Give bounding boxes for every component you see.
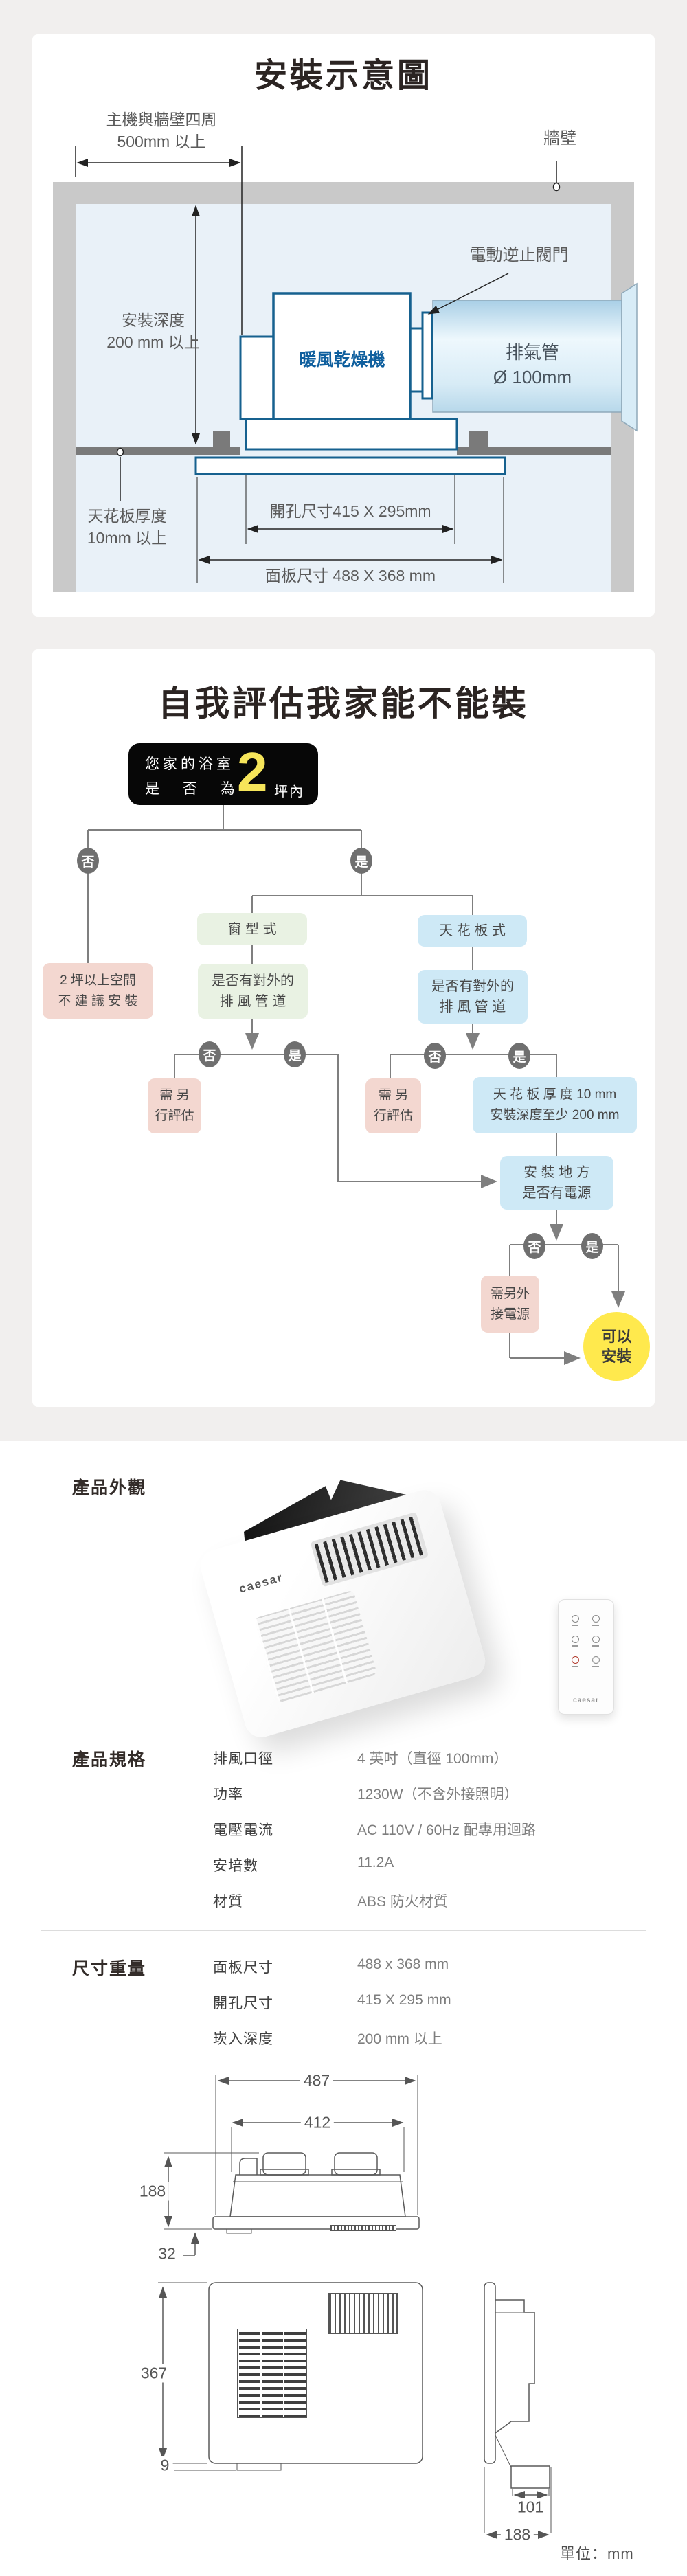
badge-no-3: 否 (424, 1043, 446, 1069)
flow-start-node: 您家的浴室 是 否 為 2 坪內 (128, 741, 318, 805)
spec-value: 4 英吋（直徑 100mm） (357, 1751, 508, 1767)
badge-yes-3: 是 (508, 1043, 530, 1069)
flowchart-card (32, 649, 655, 1407)
front-grille-drawing (328, 2293, 398, 2334)
vent-slats (254, 1590, 378, 1703)
remote-warm-button-icon (570, 1636, 581, 1649)
badge-no-4: 否 (523, 1233, 545, 1259)
start-line1: 您家的浴室 (145, 756, 234, 772)
node-window-type: 窗 型 式 (197, 913, 307, 945)
node-duct-question-window: 是否有對外的排 風 管 道 (198, 964, 308, 1019)
appearance-heading: 產品外觀 (72, 1478, 147, 1498)
opening-dim-label: 開孔尺寸415 X 295mm (269, 502, 431, 520)
dim-32: 32 (155, 2244, 179, 2263)
badge-no-1: 否 (77, 848, 99, 874)
dim-value: 488 x 368 mm (357, 1956, 449, 1972)
spec-value: ABS 防火材質 (357, 1894, 448, 1910)
front-slats-drawing (237, 2329, 307, 2418)
node-power-question: 安 裝 地 方是否有電源 (500, 1156, 613, 1210)
remote-fan-button-icon (590, 1615, 601, 1629)
node-reject: 2 坪以上空間不 建 議 安 裝 (43, 963, 153, 1019)
dim-9: 9 (157, 2456, 173, 2475)
spec-label: 排風口徑 (213, 1751, 273, 1767)
flowchart-title: 自我評估我家能不能裝 (158, 684, 529, 723)
dim-value: 415 X 295 mm (357, 1992, 451, 2008)
valve-label: 電動逆止閥門 (469, 246, 569, 264)
wall-label: 牆壁 (543, 129, 576, 148)
unit-label: 暖風乾燥機 (299, 350, 385, 370)
node-can-install: 可以安裝 (583, 1312, 650, 1381)
node-ceiling-type: 天 花 板 式 (418, 915, 527, 947)
dim-367: 367 (137, 2364, 171, 2383)
pipe-label: 排氣管 Ø 100mm (493, 342, 572, 387)
node-need-power: 需另外接電源 (481, 1276, 539, 1333)
remote-power-button-icon (570, 1615, 581, 1629)
remote-control: caesar (558, 1599, 614, 1715)
divider-2 (41, 1930, 646, 1931)
remote-vent-button-icon (590, 1656, 601, 1670)
dim-101: 101 (513, 2498, 548, 2517)
dims-heading: 尺寸重量 (72, 1959, 147, 1978)
depth-label: 安裝深度 200 mm 以上 (106, 311, 200, 351)
heater-grille (310, 1511, 429, 1588)
dim-value: 200 mm 以上 (357, 2031, 442, 2047)
install-title: 安裝示意圖 (254, 58, 433, 94)
panel-hatch (330, 2225, 396, 2231)
unit-note: 單位：mm (560, 2545, 634, 2562)
product-photo: caesar (196, 1470, 495, 1741)
dim-188: 188 (135, 2182, 170, 2201)
dim-label: 開孔尺寸 (213, 1996, 273, 2011)
remote-cool-button-icon (590, 1636, 601, 1649)
spec-label: 安培數 (213, 1858, 258, 1874)
spec-label: 材質 (213, 1894, 243, 1910)
remote-brand-logo: caesar (573, 1697, 599, 1704)
badge-yes-1: 是 (350, 848, 372, 874)
spec-value: 11.2A (357, 1855, 394, 1871)
spec-value: 1230W（不含外接照明） (357, 1787, 519, 1803)
ceiling-thickness-label: 天花板厚度 10mm 以上 (87, 507, 168, 547)
badge-yes-2: 是 (284, 1041, 306, 1067)
start-big-number: 2 (237, 741, 268, 802)
dim-188-side: 188 (500, 2525, 534, 2544)
node-need-eval-right: 需 另行評估 (365, 1078, 421, 1133)
badge-no-2: 否 (199, 1041, 221, 1067)
node-need-eval-left: 需 另行評估 (148, 1078, 201, 1133)
brand-logo: caesar (237, 1570, 285, 1596)
dim-412: 412 (300, 2113, 335, 2132)
product-panel: caesar (196, 1486, 489, 1741)
dim-label: 面板尺寸 (213, 1960, 273, 1976)
spec-label: 電壓電流 (213, 1822, 273, 1838)
spec-value: AC 110V / 60Hz 配專用迴路 (357, 1822, 536, 1838)
specs-heading: 產品規格 (72, 1750, 147, 1770)
node-duct-question-ceiling: 是否有對外的排 風 管 道 (418, 970, 528, 1024)
start-line2: 是 否 為 (145, 781, 245, 797)
clearance-label: 主機與牆壁四周 500mm 以上 (106, 111, 217, 150)
start-suffix: 坪內 (274, 784, 304, 800)
badge-yes-4: 是 (581, 1233, 603, 1259)
panel-dim-label: 面板尺寸 488 X 368 mm (265, 567, 436, 585)
remote-dry-button-icon (570, 1656, 581, 1670)
spec-label: 功率 (213, 1787, 243, 1803)
dim-label: 崁入深度 (213, 2031, 273, 2047)
dim-487: 487 (300, 2071, 334, 2090)
